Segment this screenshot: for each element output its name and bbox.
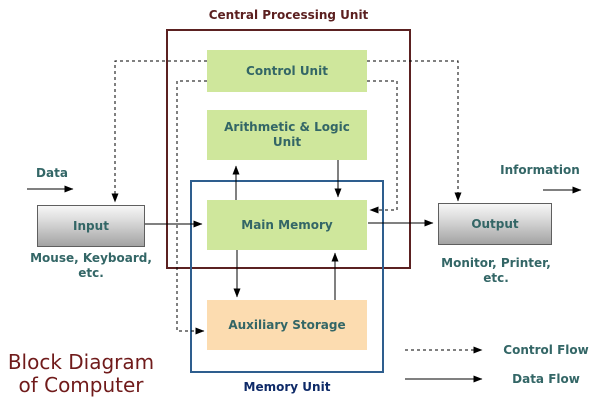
input-caption-line1: Mouse, Keyboard, <box>30 251 152 265</box>
input-caption: Mouse, Keyboard, etc. <box>26 251 156 281</box>
page-title: Block Diagram of Computer <box>0 351 162 397</box>
cpu-title: Central Processing Unit <box>208 8 369 22</box>
auxiliary-storage-box: Auxiliary Storage <box>207 300 367 350</box>
input-label: Input <box>73 219 109 233</box>
control-unit-label: Control Unit <box>246 63 328 78</box>
page-title-line1: Block Diagram <box>7 350 155 374</box>
information-flow-out-label: Information <box>500 163 580 177</box>
data-flow-in-label: Data <box>36 166 68 180</box>
output-caption: Monitor, Printer, etc. <box>441 256 551 285</box>
alu-label-line1: Arithmetic & Logic <box>224 120 350 134</box>
auxiliary-storage-label: Auxiliary Storage <box>228 317 346 332</box>
output-label: Output <box>471 217 519 231</box>
input-box: Input <box>37 205 145 247</box>
input-caption-line2: etc. <box>78 266 104 280</box>
main-memory-box: Main Memory <box>207 200 367 250</box>
control-unit-box: Control Unit <box>207 50 367 92</box>
main-memory-label: Main Memory <box>241 217 333 232</box>
page-title-line2: of Computer <box>18 373 144 397</box>
alu-box: Arithmetic & Logic Unit <box>207 110 367 160</box>
memory-unit-title: Memory Unit <box>243 380 331 394</box>
alu-label-line2: Unit <box>272 135 302 149</box>
legend-control-flow-label: Control Flow <box>503 343 589 357</box>
legend-data-flow-label: Data Flow <box>512 372 580 386</box>
output-box: Output <box>438 203 552 245</box>
